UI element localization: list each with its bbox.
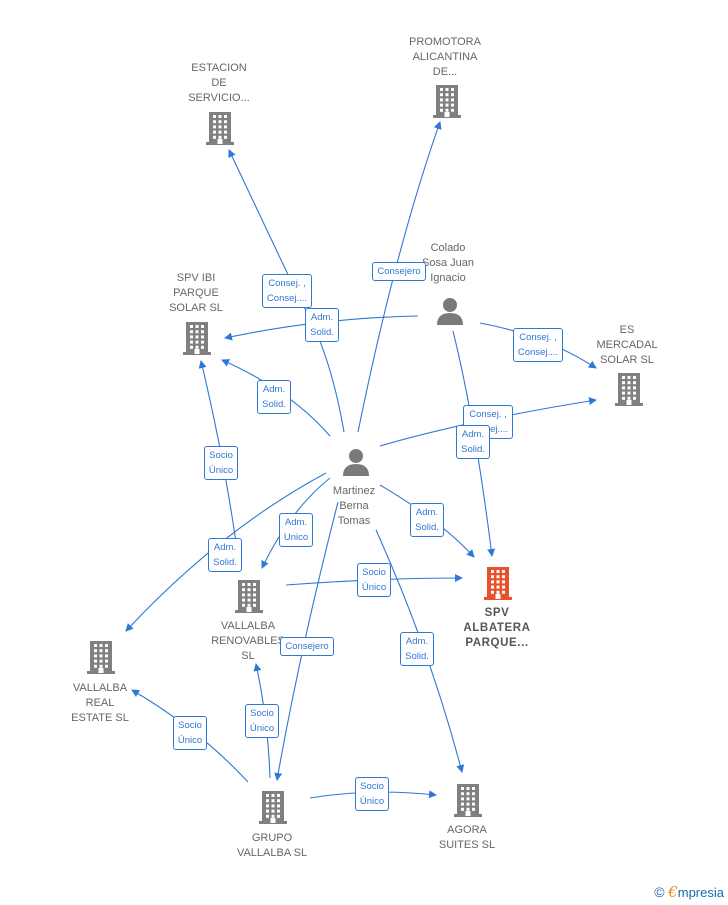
relationship-label[interactable]: Adm. Solid. — [400, 632, 434, 666]
relationship-label[interactable]: Socio Único — [244, 704, 280, 738]
person-name-label[interactable]: Colado Sosa Juan Ignacio — [422, 242, 474, 284]
building-icon[interactable] — [483, 566, 513, 605]
company-name-label[interactable]: AGORA SUITES SL — [438, 824, 496, 851]
relationship-label[interactable]: Adm. Solid. — [410, 503, 444, 537]
building-icon[interactable] — [453, 783, 483, 822]
building-icon[interactable] — [614, 372, 644, 411]
company-name-label[interactable]: VALLALBA RENOVABLES SL — [211, 620, 285, 662]
relationship-label[interactable]: Consej. , Consej.... — [512, 328, 564, 362]
relationship-label[interactable]: Adm. Unico — [278, 513, 314, 547]
company-name-label[interactable]: VALLALBA REAL ESTATE SL — [71, 682, 129, 724]
building-icon[interactable] — [86, 640, 116, 679]
relationship-label[interactable]: Adm. Solid. — [305, 308, 339, 342]
brand-logo: © €mpresia — [654, 883, 724, 901]
relationship-label[interactable]: Consej. , Consej.... — [261, 274, 313, 308]
relationship-label[interactable]: Socio Único — [354, 777, 390, 811]
relationship-label[interactable]: Consejero — [372, 261, 426, 281]
building-icon[interactable] — [432, 84, 462, 123]
person-icon[interactable] — [341, 447, 371, 482]
relationship-label[interactable]: Socio Único — [203, 446, 239, 480]
relationship-label[interactable]: Consejero — [280, 636, 334, 656]
person-name-label[interactable]: Martinez Berna Tomas — [332, 485, 376, 527]
company-name-label[interactable]: SPV ALBATERA PARQUE... — [463, 607, 531, 649]
relationship-label[interactable]: Adm. Solid. — [208, 538, 242, 572]
company-name-label[interactable]: PROMOTORA ALICANTINA DE... — [409, 36, 481, 78]
copyright-icon: © — [654, 884, 665, 900]
building-icon[interactable] — [258, 790, 288, 829]
company-name-label[interactable]: GRUPO VALLALBA SL — [236, 832, 308, 859]
building-icon[interactable] — [182, 321, 212, 360]
company-name-label[interactable]: ES MERCADAL SOLAR SL — [596, 324, 658, 366]
building-icon[interactable] — [234, 579, 264, 618]
relationship-label[interactable]: Socio Único — [356, 563, 392, 597]
brand-name: mpresia — [677, 885, 724, 900]
company-name-label[interactable]: SPV IBI PARQUE SOLAR SL — [169, 272, 223, 314]
relationship-label[interactable]: Adm. Solid. — [456, 425, 490, 459]
brand-e-mark: € — [668, 883, 678, 901]
relationship-label[interactable]: Adm. Solid. — [257, 380, 291, 414]
company-name-label[interactable]: ESTACION DE SERVICIO... — [188, 62, 250, 104]
person-icon[interactable] — [435, 296, 465, 331]
relationship-label[interactable]: Socio Único — [172, 716, 208, 750]
building-icon[interactable] — [205, 111, 235, 150]
